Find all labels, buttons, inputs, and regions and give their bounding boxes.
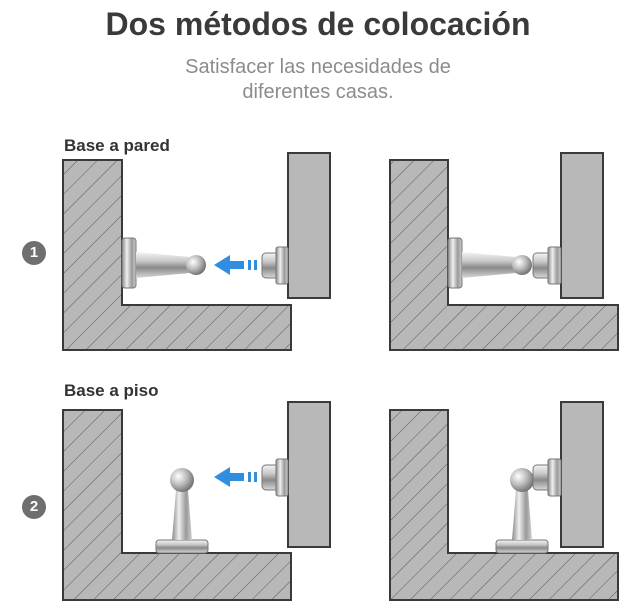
- wall-stopper: [447, 237, 532, 289]
- page-title: Dos métodos de colocación: [105, 6, 531, 42]
- floor-stopper: [155, 468, 209, 554]
- door-panel: [560, 401, 604, 548]
- method-2-panel-b: [389, 401, 619, 601]
- wall-stopper: [121, 237, 206, 289]
- subtitle-line-1: Satisfacer las necesidades de: [185, 56, 451, 78]
- method-2-number-badge: 2: [22, 495, 46, 519]
- l-wall-shape: [62, 409, 292, 601]
- page-subtitle: Satisfacer las necesidades de diferentes…: [0, 55, 636, 105]
- method-1-panel-b: [389, 152, 619, 351]
- method-2-label: Base a piso: [64, 381, 159, 400]
- door-panel: [287, 401, 331, 548]
- arrow-left-icon: [214, 255, 257, 275]
- method-1-label: Base a pared: [64, 136, 170, 155]
- subtitle-line-2: diferentes casas.: [242, 81, 394, 103]
- door-panel: [560, 152, 604, 299]
- door-magnet: [261, 458, 289, 497]
- l-wall-shape: [389, 159, 619, 351]
- l-wall-shape: [389, 409, 619, 601]
- l-wall-shape: [62, 159, 292, 351]
- door-panel: [287, 152, 331, 299]
- floor-stopper: [495, 468, 549, 554]
- method-1-number-badge: 1: [22, 241, 46, 265]
- method-1-panel-a: [62, 152, 331, 351]
- method-2-panel-a: [62, 401, 331, 601]
- arrow-left-icon: [214, 467, 257, 487]
- door-magnet: [532, 458, 562, 497]
- door-magnet: [532, 246, 562, 285]
- door-magnet: [261, 246, 289, 285]
